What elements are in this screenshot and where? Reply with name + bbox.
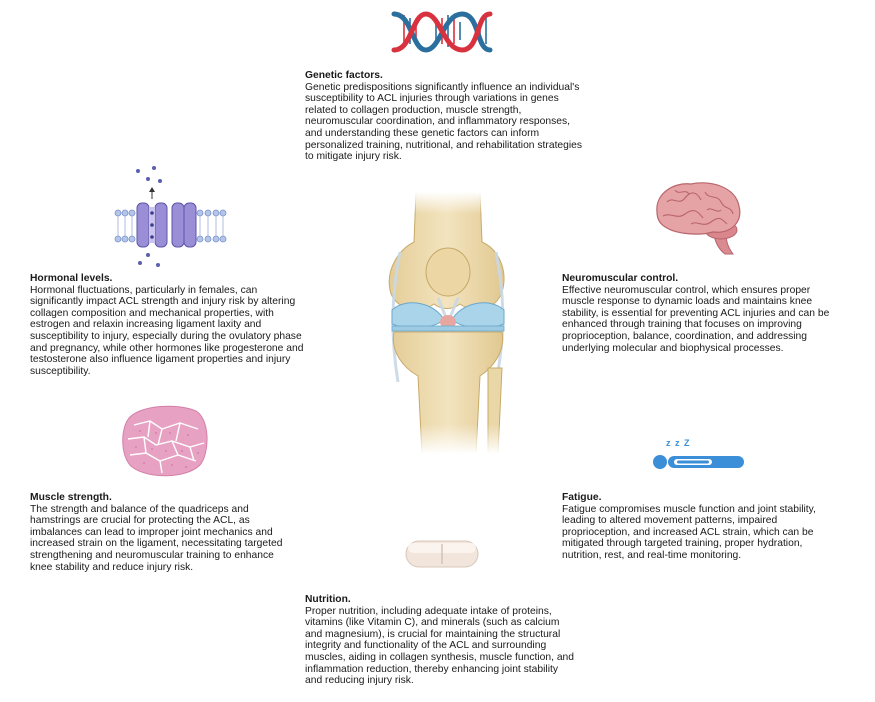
neuromuscular-control-text: Effective neuromuscular control, which e…	[562, 284, 830, 354]
nutrition-text: Proper nutrition, including adequate int…	[305, 605, 575, 687]
membrane-channel-icon	[110, 163, 230, 271]
neuromuscular-control-block: Neuromuscular control. Effective neuromu…	[562, 273, 834, 354]
muscle-strength-block: Muscle strength. The strength and balanc…	[30, 492, 298, 573]
genetic-factors-block: Genetic factors. Genetic predispositions…	[305, 70, 585, 163]
nutrition-title: Nutrition.	[305, 594, 351, 605]
genetic-factors-text: Genetic predispositions significantly in…	[305, 81, 583, 163]
hormonal-levels-title: Hormonal levels.	[30, 273, 113, 284]
pill-icon	[404, 538, 480, 570]
brain-icon	[651, 178, 745, 258]
muscle-tissue-icon	[120, 403, 210, 479]
nutrition-block: Nutrition. Proper nutrition, including a…	[305, 594, 577, 687]
neuromuscular-control-title: Neuromuscular control.	[562, 273, 679, 284]
sleeping-person-icon: z z Z	[650, 438, 746, 472]
dna-icon	[390, 6, 494, 56]
fatigue-text: Fatigue compromises muscle function and …	[562, 503, 816, 561]
knee-joint-icon	[378, 192, 518, 454]
fatigue-title: Fatigue.	[562, 492, 602, 503]
muscle-strength-title: Muscle strength.	[30, 492, 112, 503]
hormonal-levels-block: Hormonal levels. Hormonal fluctuations, …	[30, 273, 306, 377]
genetic-factors-title: Genetic factors.	[305, 70, 383, 81]
sleep-z-glyph: z z Z	[666, 438, 691, 448]
muscle-strength-text: The strength and balance of the quadrice…	[30, 503, 283, 573]
hormonal-levels-text: Hormonal fluctuations, particularly in f…	[30, 284, 304, 377]
fatigue-block: Fatigue. Fatigue compromises muscle func…	[562, 492, 830, 562]
